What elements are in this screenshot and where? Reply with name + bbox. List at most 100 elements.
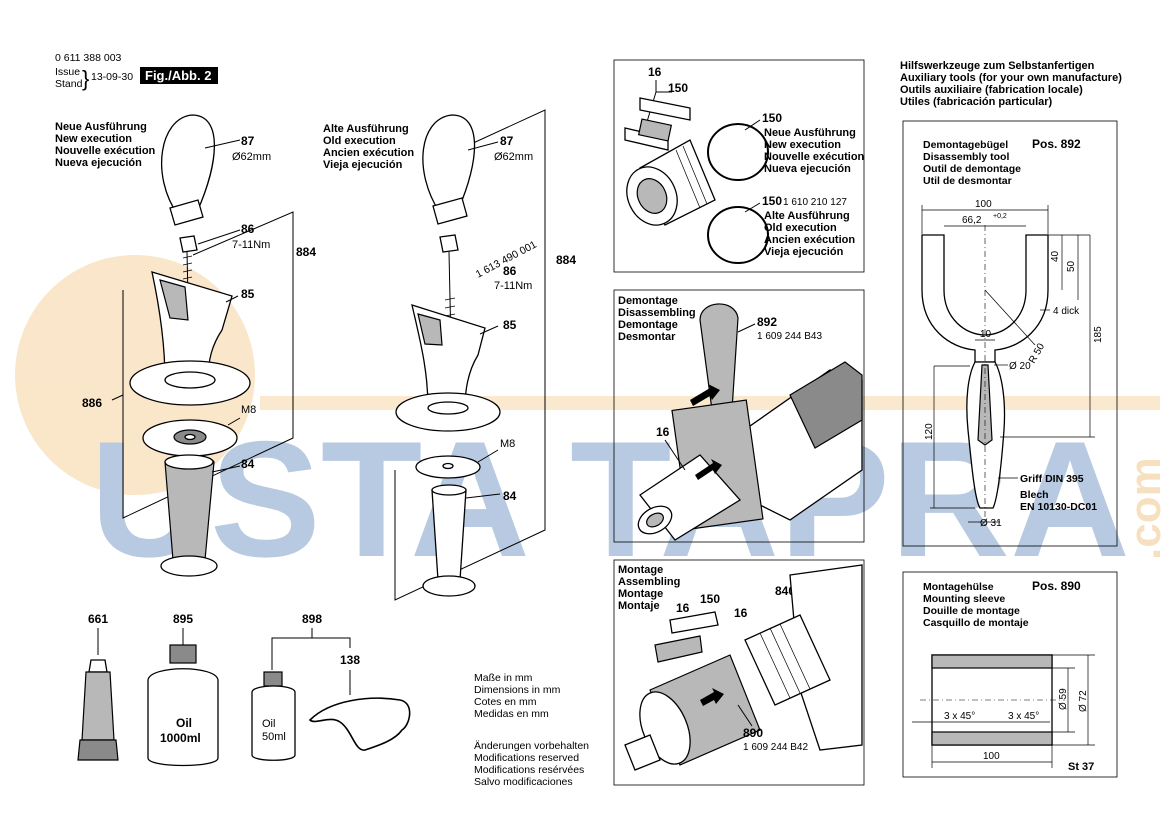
ring-label-150-old: 150	[762, 194, 782, 208]
watermark-text: USTA TAPRA	[90, 407, 1130, 591]
watermark-suffix: .com	[1121, 457, 1169, 560]
clip-16-asm-icon	[669, 611, 719, 634]
tool892-title-en: Disassembly tool	[923, 151, 1009, 163]
dim-185: 185	[1093, 326, 1104, 343]
bolt-head-icon	[179, 235, 198, 253]
bracket-884-old	[394, 109, 546, 601]
tool892-blech-std: EN 10130-DC01	[1020, 501, 1097, 513]
dim-40: 40	[1050, 250, 1061, 262]
strap-clamp-icon	[169, 199, 204, 226]
chamfer-2: 3 x 45°	[1008, 711, 1039, 722]
panel-tool-892: Demontagebügel Disassembly tool Outil de…	[902, 120, 1118, 547]
notes: Maße in mm Dimensions in mm Cotes en mm …	[474, 672, 589, 788]
dim-4dick: 4 dick	[1053, 306, 1080, 317]
oil-bottle-895-icon	[147, 668, 219, 767]
dim-120: 120	[924, 423, 935, 440]
label-898: 898	[302, 612, 322, 626]
dim-d31: Ø 31	[980, 518, 1002, 529]
arrow-pull2-icon	[695, 459, 722, 480]
label-84-old: 84	[503, 489, 517, 503]
dim-66: 66,2	[962, 215, 982, 226]
tool892-title-de: Demontagebügel	[923, 139, 1008, 151]
oil-bottle-small-icon	[251, 685, 296, 761]
panel-tool-890: Montagehülse Mounting sleeve Douille de …	[902, 571, 1118, 778]
oring-138-icon	[308, 697, 411, 751]
tool-892-frame	[902, 120, 1118, 547]
label-86-old-torque: 7-11Nm	[494, 280, 532, 292]
grip-84-old-icon	[431, 484, 467, 581]
label-85-old: 85	[503, 318, 517, 332]
note-chg-de: Änderungen vorbehalten	[474, 740, 589, 752]
ring-old-fr: Ancien exécution	[764, 234, 855, 246]
label-m8: M8	[241, 404, 256, 416]
aux-tools-title: Hilfswerkzeuge zum Selbstanfertigen Auxi…	[900, 60, 1122, 108]
arrow-pull-icon	[690, 384, 720, 406]
panel-assembly: Montage Assembling Montage Montaje 16 15…	[613, 559, 865, 786]
fig-label-badge	[140, 67, 218, 84]
oil-bottle-cap-icon	[169, 644, 197, 664]
disasm-title-de: Demontage	[618, 295, 678, 307]
panel-assembly-frame	[613, 559, 865, 786]
grip-84-icon	[164, 456, 215, 561]
ring-old-de: Alte Ausführung	[764, 210, 850, 222]
panel-disassembly-frame	[613, 289, 865, 543]
ring-label-150-top: 150	[668, 81, 688, 95]
tool892-title-fr: Outil de demontage	[923, 163, 1021, 175]
sleeve-wall-top-icon	[931, 654, 1053, 669]
grease-tube-661-icon	[81, 671, 115, 741]
dim-100: 100	[975, 199, 992, 210]
old-exec-de: Alte Ausführung	[323, 123, 409, 135]
tool892-pos: Pos. 892	[1032, 137, 1081, 151]
gear-unit-840-icon	[744, 614, 831, 706]
disasm-title-en: Disassembling	[618, 307, 696, 319]
ring-old-en: Old execution	[764, 222, 837, 234]
label-87: 87	[241, 134, 255, 148]
panel-disassembly: Demontage Disassembling Demontage Desmon…	[613, 289, 865, 543]
bracket-898	[271, 637, 351, 648]
retaining-ring-150-new-icon	[707, 123, 769, 181]
dim-d59: Ø 59	[1058, 688, 1069, 710]
disasm-label-16: 16	[656, 425, 670, 439]
dim-50: 50	[1066, 260, 1077, 272]
dim-d20: Ø 20	[1009, 361, 1031, 372]
aux-title-de: Hilfswerkzeuge zum Selbstanfertigen	[900, 60, 1095, 72]
bracket-884	[122, 211, 294, 519]
asm-label-840: 840	[775, 584, 795, 598]
new-exec-de: Neue Ausführung	[55, 121, 147, 133]
fig-label: Fig./Abb. 2	[145, 68, 211, 83]
disasm-title-fr: Demontage	[618, 319, 678, 331]
asm-label-16b: 16	[734, 606, 748, 620]
disasm-label-892-number: 1 609 244 B43	[757, 331, 822, 342]
ring-label-150-old-number: 1 610 210 127	[783, 197, 847, 208]
label-138: 138	[340, 653, 360, 667]
label-87-old-dim: Ø62mm	[494, 151, 533, 163]
dim-10: 10	[980, 329, 992, 340]
machine-vent-icon	[789, 361, 863, 449]
asm-title-de: Montage	[618, 564, 663, 576]
label-86: 86	[241, 222, 255, 236]
note-dim-en: Dimensions in mm	[474, 684, 561, 696]
label-87-old: 87	[500, 134, 514, 148]
asm-label-890: 890	[743, 726, 763, 740]
tool890-pos: Pos. 890	[1032, 579, 1081, 593]
label-884: 884	[296, 245, 316, 259]
asm-title-en: Assembling	[618, 576, 680, 588]
oil-big-volume: 1000ml	[160, 731, 201, 745]
asm-label-16a: 16	[676, 601, 690, 615]
grease-tube-cap-icon	[88, 659, 108, 673]
note-dim-de: Maße in mm	[474, 672, 533, 684]
issue-date: 13-09-30	[91, 71, 133, 83]
tool892-griff: Griff DIN 395	[1020, 473, 1084, 485]
sleeve-material: St 37	[1068, 761, 1094, 773]
asm-label-890-number: 1 609 244 B42	[743, 742, 808, 753]
ring-new-en: New execution	[764, 139, 841, 151]
dim-66-tol: +0,2	[993, 213, 1007, 220]
note-chg-en: Modifications reserved	[474, 752, 579, 764]
bolt-long-icon	[439, 234, 459, 253]
panel-ring-frame	[613, 59, 865, 273]
part-number: 0 611 388 003	[55, 52, 122, 64]
label-84: 84	[241, 457, 255, 471]
issue-label: Issue	[55, 66, 80, 78]
label-895: 895	[173, 612, 193, 626]
